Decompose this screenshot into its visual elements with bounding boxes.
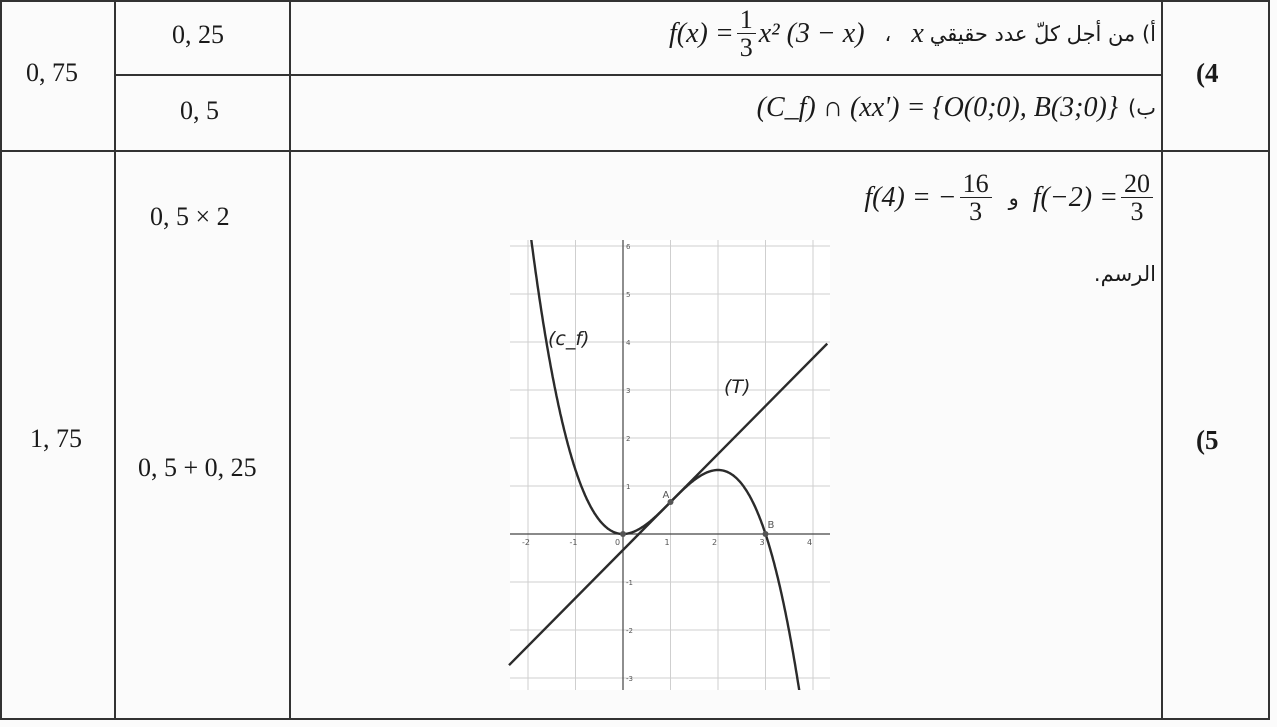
row5-f1-den: 3 xyxy=(969,197,983,227)
x-tick-label: 3 xyxy=(760,538,765,547)
point-B-label: B xyxy=(768,520,775,531)
row5-f2-den: 3 xyxy=(1130,197,1144,227)
row4a-variable: x xyxy=(911,17,924,49)
row4a-formula: f(x) = 1 3 x² (3 − x) xyxy=(669,6,865,62)
row5-f2-lhs: f(−2) = xyxy=(1032,181,1118,213)
x-tick-label: 2 xyxy=(712,538,717,547)
point-A-marker xyxy=(667,499,674,505)
curve-label: (c_f) xyxy=(548,328,589,350)
row4a-label: أ) من أجل كلّ عدد حقيقي xyxy=(929,21,1156,46)
y-tick-label: 4 xyxy=(626,339,631,347)
x-tick-label: -2 xyxy=(522,538,530,547)
row5-f1-fraction: 16 3 xyxy=(959,170,992,227)
y-tick-label: -2 xyxy=(626,627,633,635)
column-divider-total xyxy=(114,0,116,720)
point-A-label: A xyxy=(663,490,670,501)
row5-score-2: 0, 5 + 0, 25 xyxy=(138,453,257,482)
row4b-score: 0, 5 xyxy=(180,96,219,125)
row4a-lhs: f(x) = xyxy=(669,17,734,49)
x-tick-labels: -2 -1 0 1 2 3 4 xyxy=(522,538,812,547)
y-tick-label: 2 xyxy=(626,435,630,443)
row4a-frac-num: 1 xyxy=(736,6,756,35)
y-tick-label: 6 xyxy=(626,243,631,251)
row-divider-4-5 xyxy=(0,150,1270,152)
graph-axes xyxy=(510,240,830,690)
row4a-fraction: 1 3 xyxy=(736,6,756,63)
table-border-bottom xyxy=(0,718,1270,720)
row5-f2-num: 20 xyxy=(1121,170,1153,199)
tangent-label: (T) xyxy=(724,376,750,398)
row4a-content: أ) من أجل كلّ عدد حقيقي x ، f(x) = 1 3 x… xyxy=(669,6,1156,62)
row4a-separator: ، xyxy=(884,21,892,46)
row4a-score: 0, 25 xyxy=(172,20,224,49)
function-graph: -2 -1 0 1 2 3 4 6 5 4 3 2 1 -1 -2 -3 A B (c_f) (T) xyxy=(508,240,830,690)
row5-f1-num: 16 xyxy=(959,170,992,199)
x-tick-label: 0 xyxy=(615,538,620,547)
y-tick-label: -1 xyxy=(626,579,633,587)
row4b-formula: (C_f) ∩ (xx') = {O(0;0), B(3;0)} xyxy=(756,92,1119,123)
row4b-content: ب) (C_f) ∩ (xx') = {O(0;0), B(3;0)} xyxy=(757,92,1156,124)
y-tick-label: 1 xyxy=(626,483,630,491)
table-border-right xyxy=(1268,0,1270,720)
row5-f1: f(4) = − 16 3 xyxy=(864,170,994,226)
row5-f1-lhs: f(4) = − xyxy=(864,181,957,213)
y-tick-label: -3 xyxy=(626,675,633,683)
row4-number: (4 xyxy=(1196,58,1219,88)
row5-total: 1, 75 xyxy=(30,424,82,453)
y-tick-label: 5 xyxy=(626,291,630,299)
row4-total: 0, 75 xyxy=(26,58,78,87)
row5-f2-fraction: 20 3 xyxy=(1121,170,1153,226)
row-divider-4ab xyxy=(114,74,1162,76)
y-tick-labels: 6 5 4 3 2 1 -1 -2 -3 xyxy=(626,243,633,683)
x-tick-label: -1 xyxy=(570,538,578,547)
tangent-line-T xyxy=(508,342,829,667)
x-tick-label: 1 xyxy=(665,538,670,547)
row5-drawing-label: الرسم. xyxy=(1093,262,1156,286)
row5-f2: f(−2) = 20 3 xyxy=(1033,170,1156,226)
row5-values-line: f(−2) = 20 3 و f(4) = − 16 3 xyxy=(864,170,1156,226)
y-tick-label: 3 xyxy=(626,387,630,395)
column-divider-score xyxy=(289,0,291,720)
row5-score-1: 0, 5 × 2 xyxy=(150,202,230,231)
table-border-left xyxy=(0,0,2,720)
row4a-rhs: x² (3 − x) xyxy=(758,17,865,49)
x-tick-label: 4 xyxy=(807,538,812,547)
row4b-label: ب) xyxy=(1128,96,1156,120)
table-border-top xyxy=(0,0,1270,2)
row4a-frac-den: 3 xyxy=(739,33,753,63)
column-divider-number xyxy=(1161,0,1163,720)
point-O-marker xyxy=(620,531,626,537)
point-B-marker xyxy=(762,531,769,537)
row5-number: (5 xyxy=(1196,425,1219,455)
row5-conjunction: و xyxy=(1008,185,1019,210)
